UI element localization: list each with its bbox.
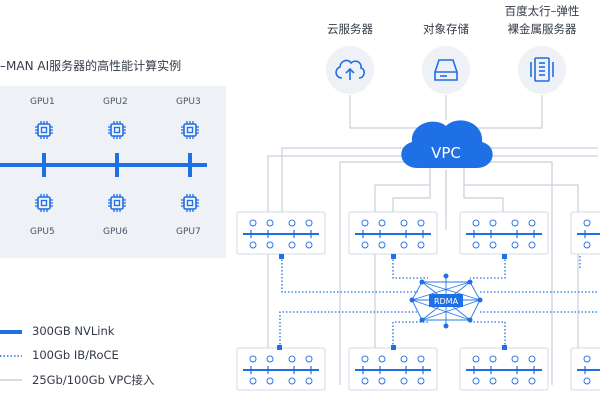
vpc-links: [267, 95, 598, 385]
gpu-label: GPU7: [176, 227, 201, 237]
storage-drive-icon: [434, 59, 458, 81]
server-node: [348, 211, 438, 255]
chip-icon: [180, 193, 200, 213]
panel-title: –MAN AI服务器的高性能计算实例: [0, 59, 182, 73]
chip-icon: [107, 120, 127, 140]
vpc-label: VPC: [431, 144, 461, 162]
service-label: 百度太行–弹性: [504, 4, 580, 18]
legend-swatches: [0, 330, 22, 381]
gpu-label: GPU5: [30, 227, 55, 237]
cloud-upload-icon: [335, 59, 365, 80]
server-node: [348, 347, 438, 391]
service-icons: [326, 46, 566, 94]
chip-icon: [34, 120, 54, 140]
server-nodes: [236, 211, 600, 391]
chip-icon: [180, 120, 200, 140]
server-node: [236, 211, 326, 255]
chip-icon: [107, 193, 127, 213]
gpu-label: GPU3: [176, 97, 201, 107]
nvlink-bus: [0, 153, 207, 177]
gpu-label: GPU2: [103, 97, 128, 107]
vpc-cloud: VPC: [401, 120, 493, 168]
server-node: [570, 347, 600, 391]
service-label: 云服务器: [327, 22, 373, 36]
service-label-line2: 裸金属服务器: [507, 22, 577, 36]
rdma-label: RDMA: [434, 297, 459, 306]
rdma-mesh: RDMA: [409, 273, 483, 329]
bare-metal-server-icon: [530, 57, 554, 82]
server-node: [459, 211, 549, 255]
service-label: 对象存储: [423, 22, 469, 36]
server-node: [459, 347, 549, 391]
server-node: [570, 211, 600, 255]
ib-roce-links: [279, 256, 598, 348]
gpu-label: GPU6: [103, 227, 128, 237]
legend-item-vpc: 25Gb/100Gb VPC接入: [32, 373, 155, 387]
chip-icon: [34, 193, 54, 213]
legend-item-ib-roce: 100Gb IB/RoCE: [32, 348, 119, 362]
gpu-label: GPU1: [30, 97, 55, 107]
server-node: [236, 347, 326, 391]
legend-item-nvlink: 300GB NVLink: [32, 324, 115, 338]
